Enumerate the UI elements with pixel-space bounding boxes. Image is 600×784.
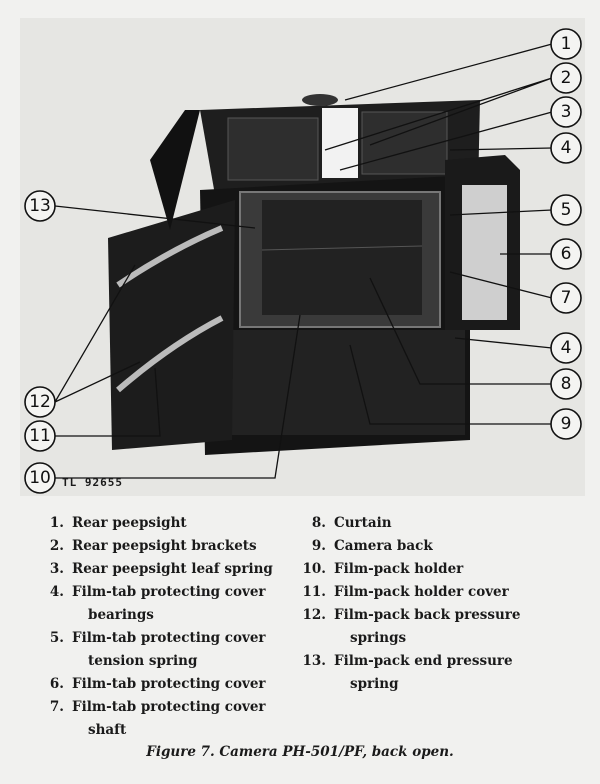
legend-number: 11.: [302, 584, 327, 600]
svg-text:6: 6: [561, 244, 572, 264]
svg-text:8: 8: [561, 374, 572, 394]
callout-5: 5: [550, 194, 582, 226]
legend-label-text: Curtain: [334, 515, 392, 531]
legend-label-text: Film-pack holder: [334, 561, 464, 577]
legend-label-text: Rear peepsight leaf spring: [72, 561, 273, 577]
legend-item: 7. Film-tab protecting cover shaft: [36, 696, 296, 742]
legend-item: 8. Curtain: [298, 512, 538, 535]
legend-number: 5.: [49, 630, 64, 646]
legend-label-continuation: springs: [350, 630, 407, 646]
legend-right-column: 8. Curtain 9. Camera back 10. Film-pack holde…: [298, 512, 538, 696]
legend-label-continuation: bearings: [88, 607, 154, 623]
svg-text:2: 2: [561, 68, 572, 88]
legend-item: 4. Film-tab protecting cover bearings: [36, 581, 296, 627]
legend-label: Curtain: [334, 512, 538, 535]
legend-left-column: 1. Rear peepsight 2. Rear peepsight bracket…: [36, 512, 296, 742]
legend-label-continuation: tension spring: [88, 653, 198, 669]
callout-4-top: 4: [550, 132, 582, 164]
legend-label: Film-tab protecting cover: [72, 673, 296, 696]
callout-11: 11: [24, 420, 56, 452]
callout-markers: 1 2 3 4 5 6 7 4 8 9 13 12 11 10: [24, 28, 582, 494]
svg-text:4: 4: [561, 338, 572, 358]
legend-number: 3.: [49, 561, 64, 577]
leader-lines: [54, 43, 553, 479]
svg-text:1: 1: [561, 34, 572, 54]
legend-label-text: Film-tab protecting cover: [72, 676, 266, 692]
legend-label: Rear peepsight brackets: [72, 535, 296, 558]
legend-item: 1. Rear peepsight: [36, 512, 296, 535]
legend-label: Rear peepsight: [72, 512, 296, 535]
legend-number: 7.: [49, 699, 64, 715]
legend-label: Film-pack holder: [334, 558, 538, 581]
svg-text:10: 10: [29, 468, 51, 488]
legend-item: 11. Film-pack holder cover: [298, 581, 538, 604]
callout-7: 7: [550, 282, 582, 314]
legend-label-text: Rear peepsight brackets: [72, 538, 257, 554]
callout-12: 12: [24, 386, 56, 418]
camera-figure: 1 2 3 4 5 6 7 4 8 9 13 12 11 10: [20, 18, 585, 496]
legend-item: 9. Camera back: [298, 535, 538, 558]
legend-label-continuation: shaft: [88, 722, 127, 738]
figure-caption: Figure 7. Camera PH-501/PF, back open.: [146, 744, 454, 760]
legend-label: Film-tab protecting cover bearings: [72, 581, 296, 627]
svg-text:9: 9: [561, 414, 572, 434]
legend-item: 12. Film-pack back pressure springs: [298, 604, 538, 650]
legend-number: 2.: [49, 538, 64, 554]
legend-number: 10.: [302, 561, 327, 577]
callout-2: 2: [550, 62, 582, 94]
callout-6: 6: [550, 238, 582, 270]
callout-9: 9: [550, 408, 582, 440]
legend-label-text: Rear peepsight: [72, 515, 187, 531]
legend-number: 13.: [302, 653, 327, 669]
callout-1: 1: [550, 28, 582, 60]
legend-label: Camera back: [334, 535, 538, 558]
legend-label: Film-pack back pressure springs: [334, 604, 538, 650]
legend-number: 6.: [49, 676, 64, 692]
legend-item: 6. Film-tab protecting cover: [36, 673, 296, 696]
legend-label-text: Film-tab protecting cover: [72, 584, 266, 600]
callout-3: 3: [550, 96, 582, 128]
legend-label-text: Film-pack holder cover: [334, 584, 509, 600]
svg-text:3: 3: [561, 102, 572, 122]
legend-label: Film-tab protecting cover tension spring: [72, 627, 296, 673]
legend-number: 12.: [302, 607, 327, 623]
plate-number: TL 92655: [62, 476, 123, 489]
legend-number: 1.: [49, 515, 64, 531]
callout-8: 8: [550, 368, 582, 400]
legend-item: 2. Rear peepsight brackets: [36, 535, 296, 558]
legend-number: 8.: [311, 515, 326, 531]
legend-item: 5. Film-tab protecting cover tension sprin…: [36, 627, 296, 673]
svg-text:12: 12: [29, 392, 51, 412]
legend-number: 9.: [311, 538, 326, 554]
callout-4-bottom: 4: [550, 332, 582, 364]
legend-label-text: Camera back: [334, 538, 433, 554]
svg-text:13: 13: [29, 196, 51, 216]
svg-text:4: 4: [561, 138, 572, 158]
legend-label-text: Film-tab protecting cover: [72, 630, 266, 646]
legend-label: Rear peepsight leaf spring: [72, 558, 296, 581]
svg-text:7: 7: [561, 288, 572, 308]
legend-label: Film-tab protecting cover shaft: [72, 696, 296, 742]
legend-label-text: Film-pack end pressure: [334, 653, 513, 669]
svg-text:11: 11: [29, 426, 51, 446]
callout-13: 13: [24, 190, 56, 222]
legend-label: Film-pack end pressure spring: [334, 650, 538, 696]
legend-item: 10. Film-pack holder: [298, 558, 538, 581]
legend-item: 13. Film-pack end pressure spring: [298, 650, 538, 696]
legend-number: 4.: [49, 584, 64, 600]
legend-label-continuation: spring: [350, 676, 399, 692]
callout-10: 10: [24, 462, 56, 494]
legend-label: Film-pack holder cover: [334, 581, 538, 604]
svg-text:5: 5: [561, 200, 572, 220]
legend-label-text: Film-tab protecting cover: [72, 699, 266, 715]
legend-label-text: Film-pack back pressure: [334, 607, 521, 623]
legend-item: 3. Rear peepsight leaf spring: [36, 558, 296, 581]
